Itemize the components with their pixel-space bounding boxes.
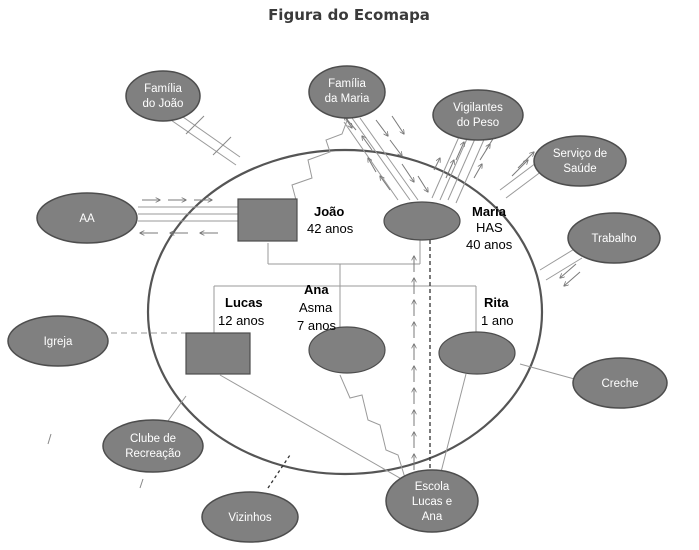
svg-text:Família: Família xyxy=(328,78,366,90)
svg-text:Ana: Ana xyxy=(422,511,443,523)
node-familia-joao: Família do João xyxy=(125,70,201,122)
joao-age: 42 anos xyxy=(307,221,354,236)
family-circle xyxy=(146,148,544,476)
svg-text:Saúde: Saúde xyxy=(563,163,596,175)
node-vigilantes-peso: Vigilantes do Peso xyxy=(432,89,524,141)
svg-text:Igreja: Igreja xyxy=(44,336,73,348)
svg-text:da Maria: da Maria xyxy=(325,93,370,105)
stray-mark xyxy=(139,478,144,489)
lucas-age: 12 anos xyxy=(218,313,265,328)
node-familia-maria: Família da Maria xyxy=(308,65,386,119)
node-vizinhos: Vizinhos xyxy=(201,491,299,543)
svg-text:Creche: Creche xyxy=(601,378,638,390)
arrows xyxy=(140,109,581,470)
node-creche: Creche xyxy=(572,357,668,409)
lucas-name: Lucas xyxy=(225,295,263,310)
svg-text:Família: Família xyxy=(144,83,182,95)
node-trabalho: Trabalho xyxy=(567,212,661,264)
joao-square xyxy=(237,198,298,242)
svg-text:Serviço de: Serviço de xyxy=(553,148,607,160)
svg-text:Trabalho: Trabalho xyxy=(592,233,637,245)
maria-age: 40 anos xyxy=(466,237,513,252)
node-escola: Escola Lucas e Ana xyxy=(385,469,479,533)
node-aa: AA xyxy=(36,192,138,244)
joao-name: João xyxy=(314,204,344,219)
rita-name: Rita xyxy=(484,295,509,310)
lucas-square xyxy=(185,332,251,375)
ana-name: Ana xyxy=(304,282,329,297)
maria-condition: HAS xyxy=(476,220,503,235)
rita-age: 1 ano xyxy=(481,313,514,328)
stray-mark xyxy=(47,433,52,445)
svg-text:do Peso: do Peso xyxy=(457,117,499,129)
node-clube-recreacao: Clube de Recreação xyxy=(102,419,204,473)
maria-name: Maria xyxy=(472,204,507,219)
svg-text:do João: do João xyxy=(143,98,184,110)
figure-title: Figura do Ecomapa xyxy=(268,6,430,24)
connections xyxy=(111,109,583,486)
rita-circle xyxy=(438,331,516,375)
svg-text:Recreação: Recreação xyxy=(125,448,181,460)
svg-text:Escola: Escola xyxy=(415,481,450,493)
node-igreja: Igreja xyxy=(7,315,109,367)
node-servico-saude: Serviço de Saúde xyxy=(533,135,627,187)
svg-text:AA: AA xyxy=(79,213,95,225)
vizinhos-line xyxy=(267,454,291,489)
svg-text:Vizinhos: Vizinhos xyxy=(228,512,272,524)
svg-text:Vigilantes: Vigilantes xyxy=(453,102,503,114)
ana-circle xyxy=(308,326,386,374)
maria-circle xyxy=(383,201,461,241)
svg-text:Lucas e: Lucas e xyxy=(412,496,452,508)
ana-condition: Asma xyxy=(299,300,333,315)
ana-age: 7 anos xyxy=(297,318,337,333)
svg-text:Clube de: Clube de xyxy=(130,433,176,445)
